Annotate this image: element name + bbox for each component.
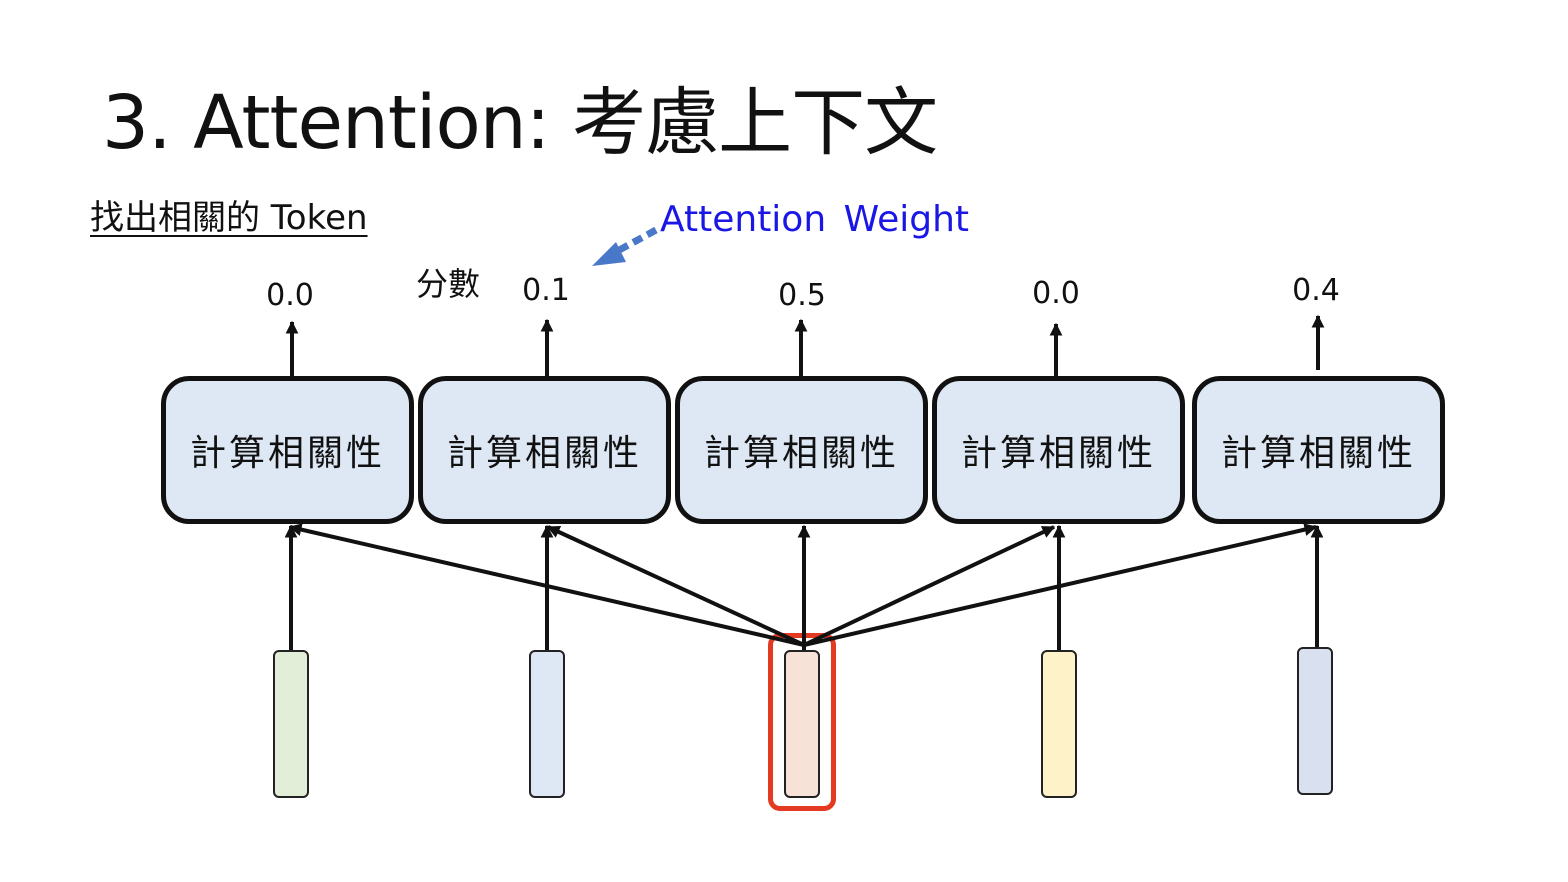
score-value-1: 0.0 — [266, 278, 314, 313]
attention-weight-label: Attention Weight — [660, 199, 970, 240]
relevance-box-label: 計算相關性 — [1220, 433, 1416, 474]
fan-arrow-2 — [546, 525, 805, 647]
fan-arrow-4 — [803, 525, 1056, 647]
page-title: 3. Attention: 考慮上下文 — [102, 80, 938, 166]
score-value-5: 0.4 — [1292, 273, 1340, 308]
relevance-box-label: 計算相關性 — [189, 433, 385, 474]
relevance-box-label: 計算相關性 — [703, 433, 899, 474]
relevance-box-3: 計算相關性 — [675, 376, 928, 524]
token-vector-4 — [1041, 650, 1077, 798]
token-vector-3 — [784, 650, 820, 798]
relevance-box-1: 計算相關性 — [161, 376, 414, 524]
token-vector-1 — [273, 650, 309, 798]
token-vector-5 — [1297, 647, 1333, 795]
relevance-box-5: 計算相關性 — [1192, 376, 1445, 524]
subtitle: 找出相關的 Token — [90, 198, 368, 238]
relevance-box-label: 計算相關性 — [446, 433, 642, 474]
fan-arrow-1 — [288, 523, 805, 647]
score-value-4: 0.0 — [1032, 276, 1080, 311]
score-value-3: 0.5 — [778, 278, 826, 313]
relevance-box-4: 計算相關性 — [932, 376, 1185, 524]
fan-arrow-5 — [803, 523, 1318, 647]
score-label: 分數 — [416, 265, 481, 303]
relevance-box-2: 計算相關性 — [418, 376, 671, 524]
token-vector-2 — [529, 650, 565, 798]
attention-pointer-head — [592, 242, 626, 266]
relevance-box-label: 計算相關性 — [960, 433, 1156, 474]
score-value-2: 0.1 — [522, 273, 570, 308]
